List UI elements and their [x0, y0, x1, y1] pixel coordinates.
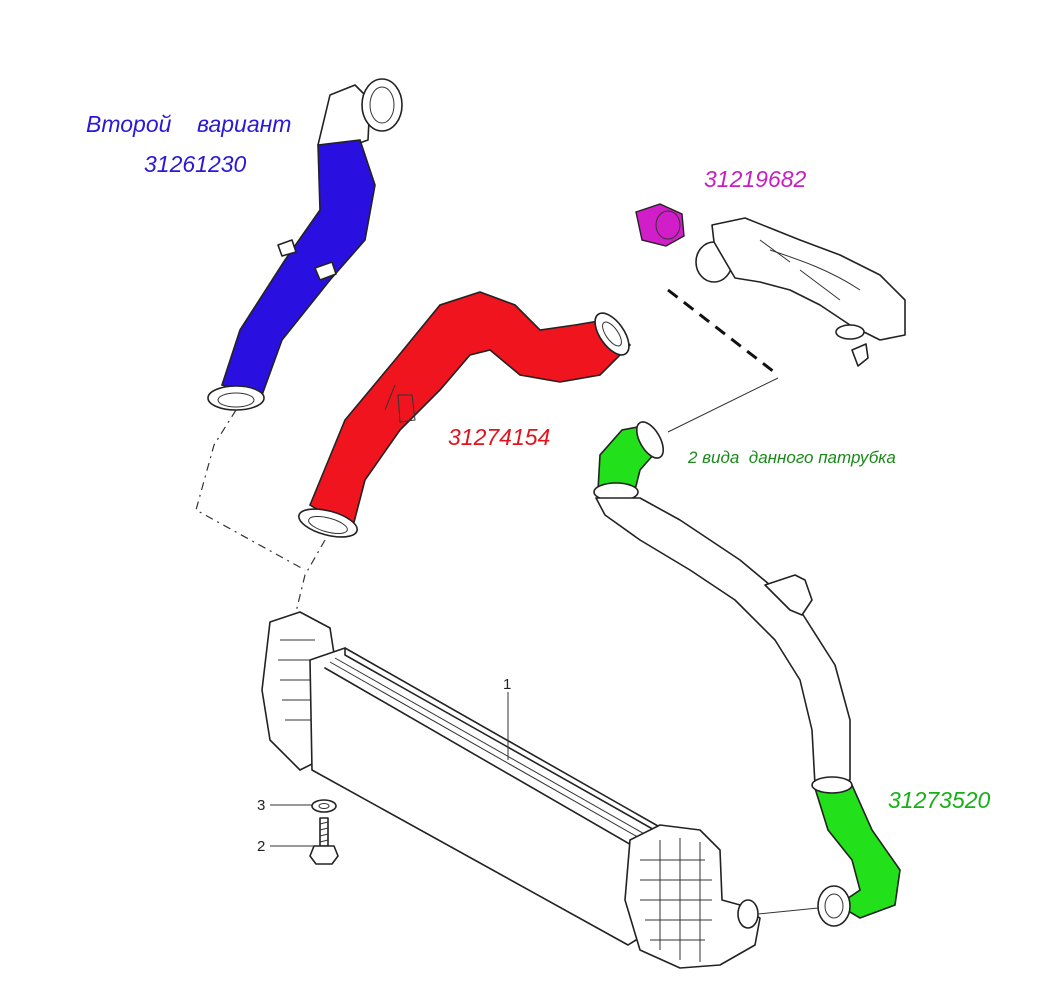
label-variant-title: Второй вариант: [86, 111, 291, 137]
throttle-pipe-bolt: [851, 343, 869, 367]
green-pipe-lower: [812, 784, 901, 919]
red-hose-lower-clamp: [298, 508, 358, 538]
intercooler-fins: [329, 657, 656, 845]
leader-to-green: [667, 377, 779, 433]
intercooler-core: [309, 647, 666, 946]
dashdot-leader-blue: [195, 409, 306, 571]
leader-outlet: [757, 907, 819, 915]
red-hose-body: [308, 291, 632, 532]
dashed-leader-top: [667, 288, 779, 377]
intercooler-outlet: [737, 899, 759, 929]
throttle-pipe-seal: [835, 324, 865, 340]
intercooler: [261, 611, 761, 969]
blue-hose-upper-clamp: [361, 78, 403, 132]
magenta-connector-body: [635, 203, 685, 247]
throttle-pipe: [695, 217, 906, 367]
label-part-green: 31273520: [888, 787, 991, 813]
label-two-views-note: 2 вида данного патрубка: [687, 448, 896, 467]
dashdot-leader-red: [295, 539, 326, 613]
label-part-red: 31274154: [448, 424, 550, 450]
blue-hose-body: [220, 139, 376, 396]
green-pipe-middle: [595, 497, 851, 786]
washer: [270, 799, 337, 813]
callout-2: 2: [257, 838, 265, 855]
blue-hose-lower-clamp: [207, 385, 265, 411]
magenta-connector: [635, 203, 685, 247]
blue-hose: [207, 78, 403, 411]
green-pipe-clamp-end: [817, 885, 851, 927]
intercooler-right-tank: [624, 824, 761, 969]
label-part-blue: 31261230: [144, 151, 247, 177]
label-part-magenta: 31219682: [704, 166, 807, 192]
callout-3: 3: [257, 797, 265, 814]
bolt: [270, 817, 339, 865]
red-hose: [298, 291, 632, 538]
callout-1: 1: [503, 676, 511, 693]
green-pipe: [593, 421, 901, 927]
green-pipe-bracket: [764, 574, 813, 616]
green-pipe-clamp-mid: [811, 776, 853, 794]
